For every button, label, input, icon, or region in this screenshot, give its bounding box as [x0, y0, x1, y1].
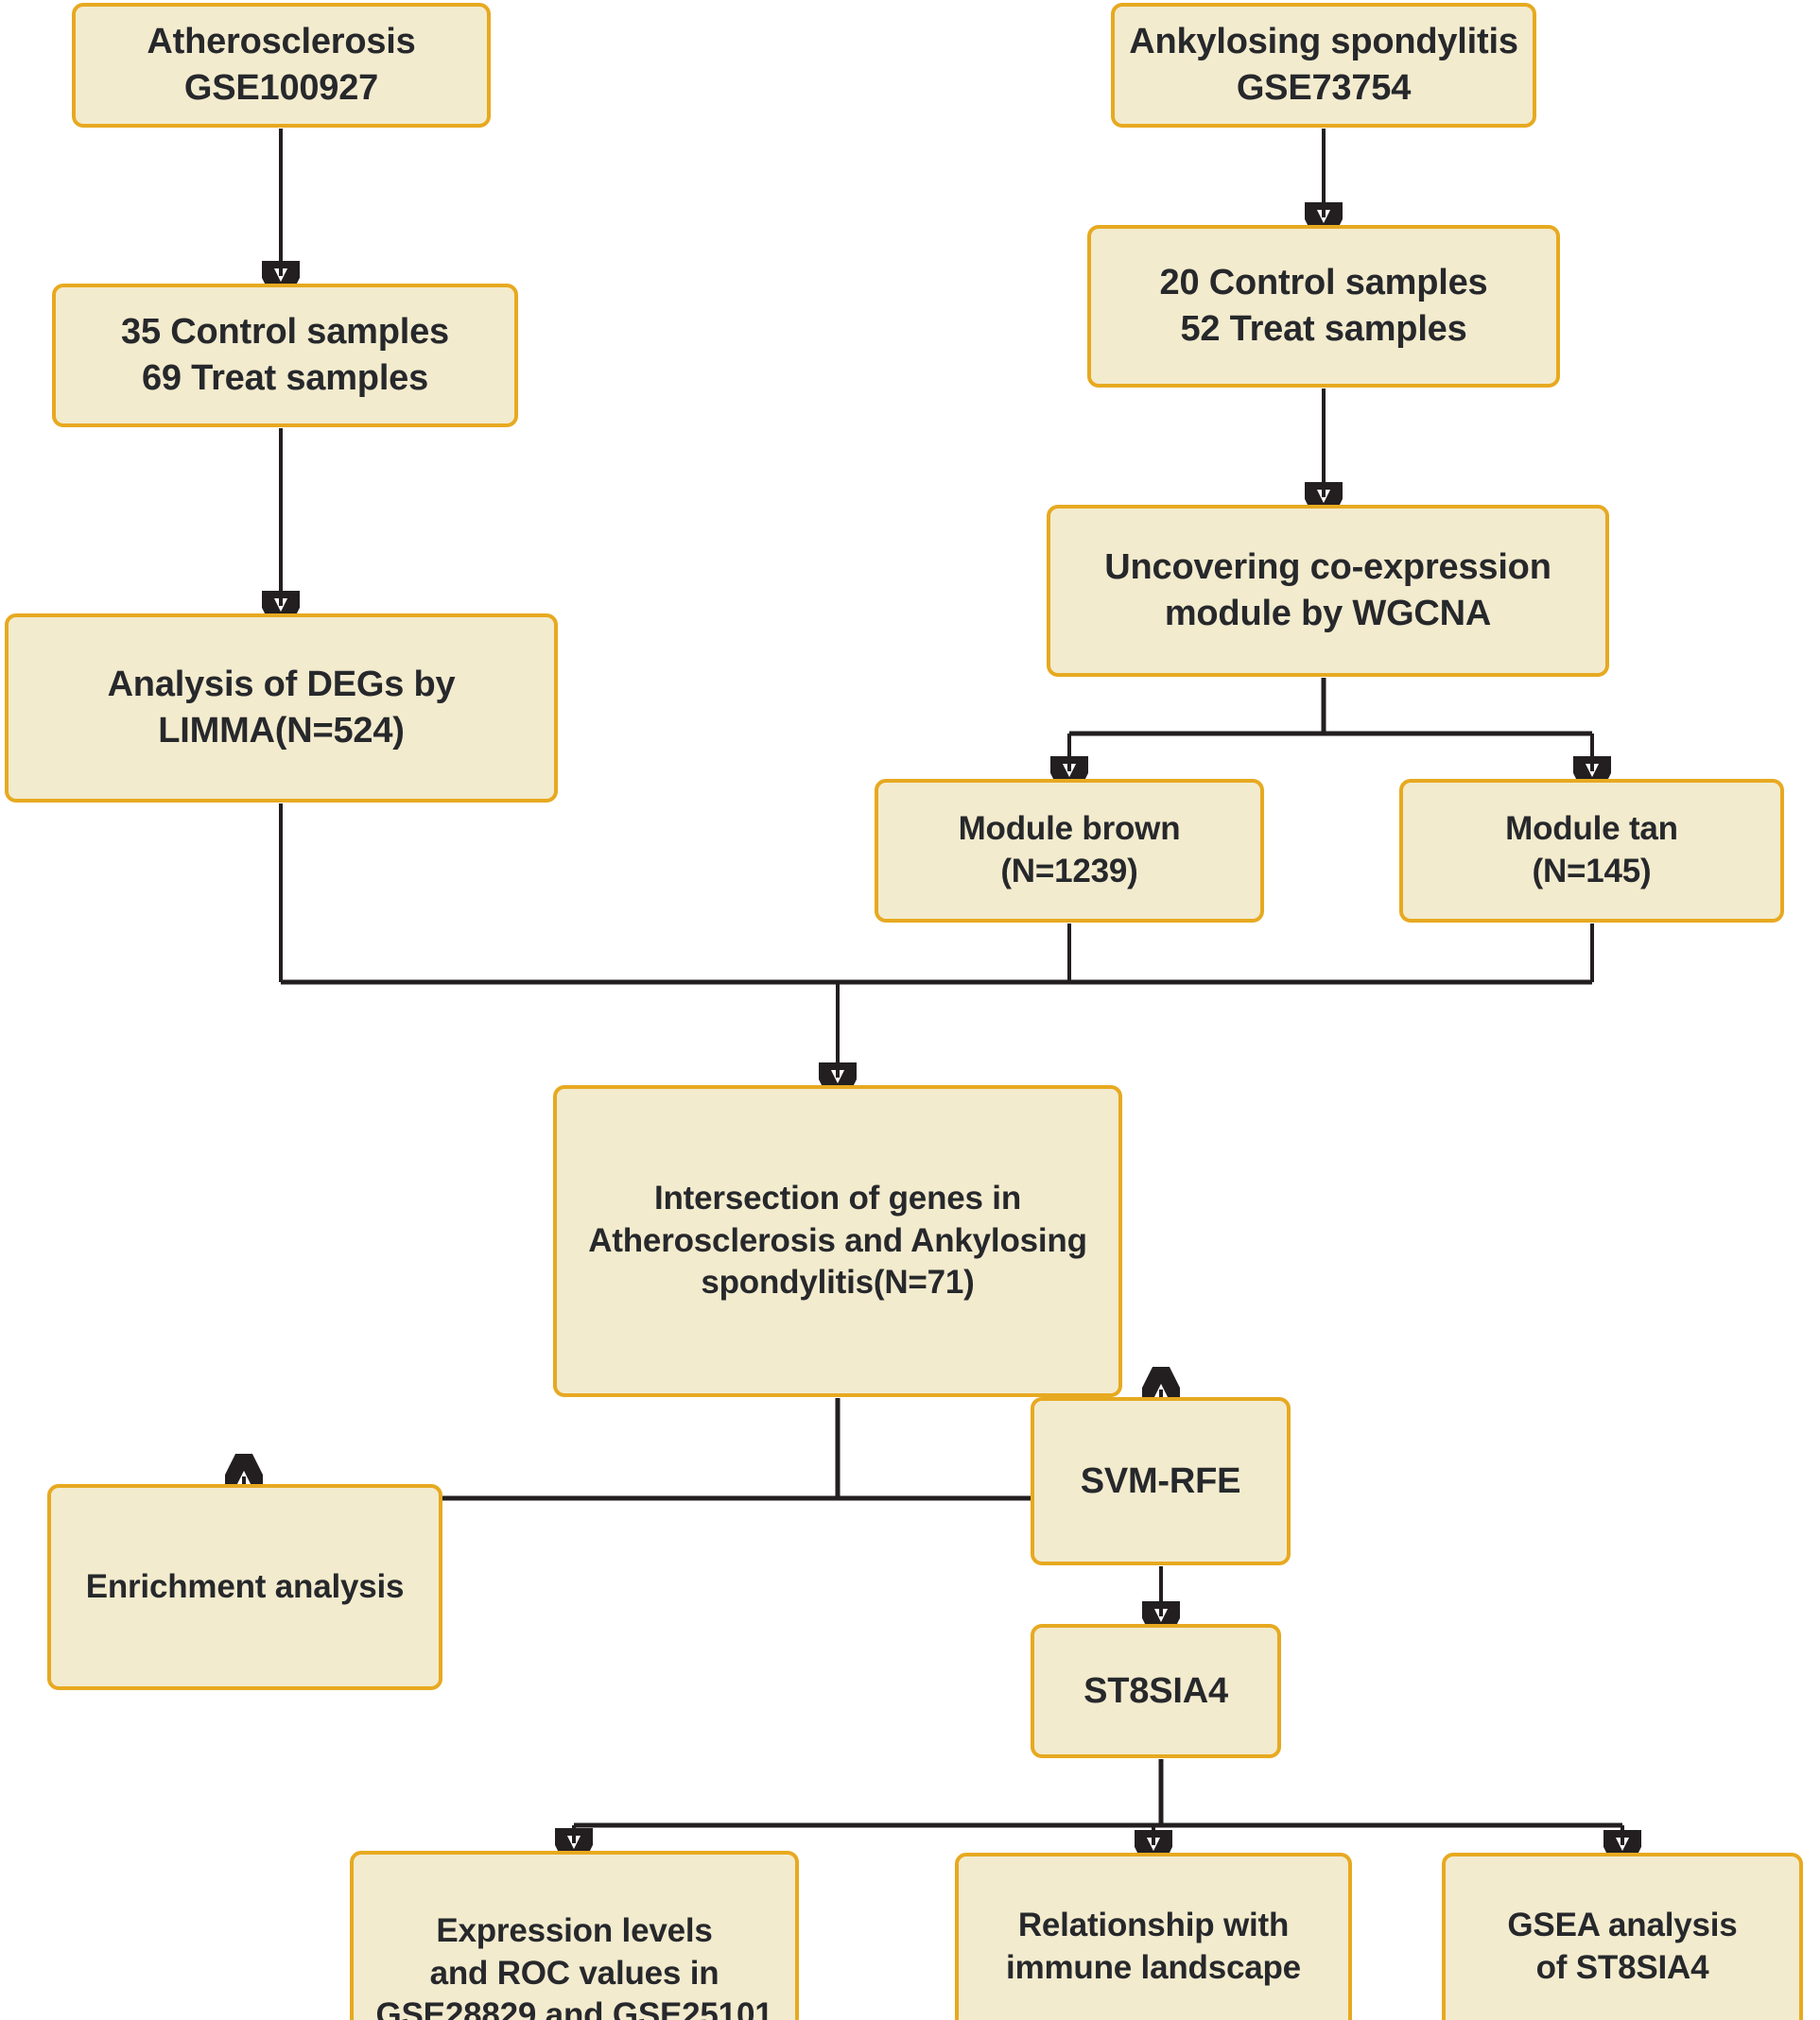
node-wgcna[interactable]: Uncovering co-expression module by WGCNA — [1047, 505, 1609, 677]
node-immune-landscape[interactable]: Relationship with immune landscape — [955, 1853, 1352, 2020]
node-atherosclerosis-samples[interactable]: 35 Control samples 69 Treat samples — [52, 284, 518, 427]
node-st8sia4[interactable]: ST8SIA4 — [1031, 1624, 1281, 1758]
node-svm-rfe[interactable]: SVM-RFE — [1031, 1397, 1291, 1565]
node-ankylosing-spondylitis[interactable]: Ankylosing spondylitis GSE73754 — [1111, 3, 1536, 128]
node-gsea-analysis[interactable]: GSEA analysis of ST8SIA4 — [1442, 1853, 1803, 2020]
node-limma-degs[interactable]: Analysis of DEGs by LIMMA(N=524) — [5, 613, 558, 803]
node-intersection-of-genes[interactable]: Intersection of genes in Atherosclerosis… — [553, 1085, 1122, 1397]
edge-wgcna-split-bus — [1069, 678, 1592, 736]
node-module-brown[interactable]: Module brown (N=1239) — [875, 779, 1264, 923]
node-ankylosing-samples[interactable]: 20 Control samples 52 Treat samples — [1087, 225, 1560, 388]
node-module-tan[interactable]: Module tan (N=145) — [1399, 779, 1784, 923]
node-expression-and-roc[interactable]: Expression levels and ROC values in GSE2… — [350, 1851, 799, 2020]
node-enrichment-analysis[interactable]: Enrichment analysis — [47, 1484, 442, 1690]
edge-st8sia4-split-bus — [574, 1759, 1622, 1828]
node-atherosclerosis[interactable]: Atherosclerosis GSE100927 — [72, 3, 491, 128]
